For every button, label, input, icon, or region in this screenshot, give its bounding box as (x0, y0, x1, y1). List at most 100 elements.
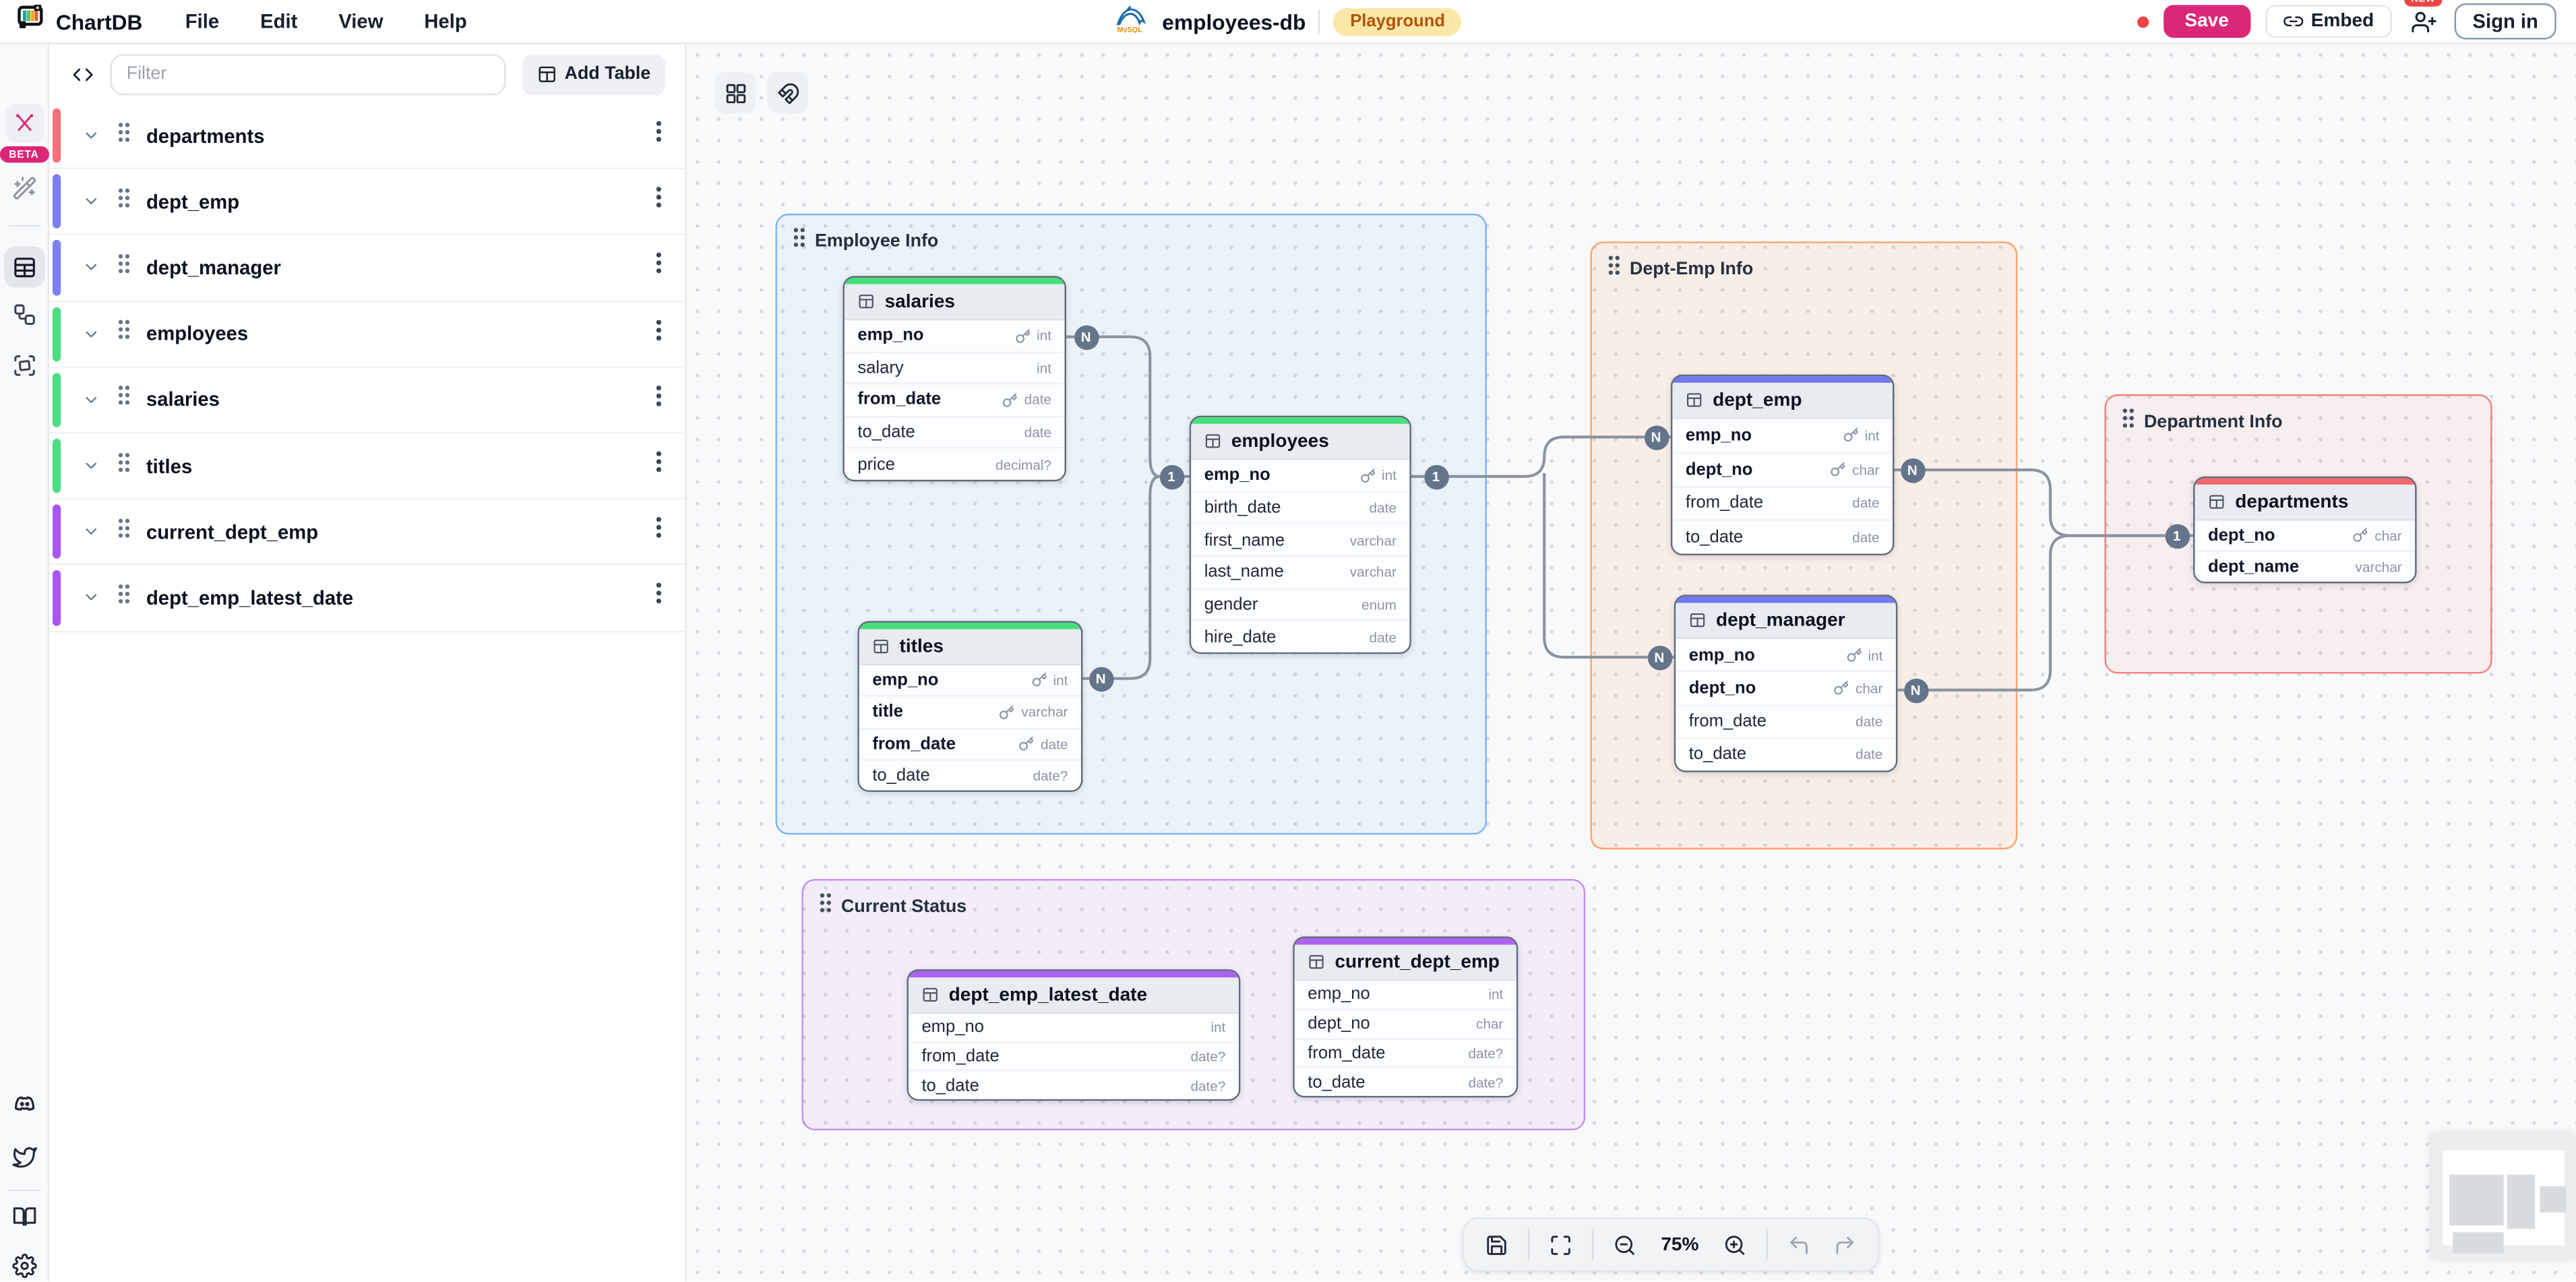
table-node-header[interactable]: dept_emp (1672, 382, 1893, 419)
area-label[interactable]: Department Info (2121, 408, 2490, 437)
invite-user-button[interactable]: NEW (2404, 0, 2443, 38)
chevron-down-icon[interactable] (82, 391, 100, 409)
areas-view-icon[interactable] (11, 353, 36, 378)
more-menu-icon[interactable] (656, 384, 663, 415)
drag-handle-icon[interactable] (1607, 255, 1622, 284)
sidebar-item-dept_emp_latest_date[interactable]: dept_emp_latest_date (49, 566, 685, 632)
drag-handle-icon[interactable] (117, 583, 131, 613)
drag-handle-icon[interactable] (117, 517, 131, 547)
sidebar-item-salaries[interactable]: salaries (49, 367, 685, 434)
table-node-header[interactable]: titles (859, 629, 1081, 666)
sidebar-item-employees[interactable]: employees (49, 301, 685, 368)
fit-view-button[interactable] (1541, 1225, 1581, 1264)
twitter-icon[interactable] (11, 1145, 36, 1170)
embed-button[interactable]: Embed (2265, 5, 2392, 38)
sidebar-item-dept_manager[interactable]: dept_manager (49, 235, 685, 302)
table-node-header[interactable]: dept_emp_latest_date (908, 977, 1239, 1014)
save-button[interactable]: Save (2163, 5, 2250, 38)
chevron-down-icon[interactable] (82, 589, 100, 607)
discord-icon[interactable] (11, 1091, 37, 1118)
code-view-icon[interactable] (72, 63, 94, 85)
save-diagram-button[interactable] (1477, 1225, 1516, 1264)
undo-button[interactable] (1779, 1225, 1819, 1264)
chevron-down-icon[interactable] (82, 457, 100, 475)
tables-view-icon[interactable] (3, 246, 44, 288)
magic-wand-icon[interactable] (11, 176, 36, 201)
more-menu-icon[interactable] (656, 450, 663, 481)
diagram-title[interactable]: employees-db (1162, 9, 1306, 34)
drag-handle-icon[interactable] (117, 319, 131, 348)
sidebar-item-titles[interactable]: titles (49, 433, 685, 500)
area-label[interactable]: Dept-Emp Info (1607, 255, 2016, 284)
chevron-down-icon[interactable] (82, 127, 100, 145)
more-menu-icon[interactable] (656, 252, 663, 283)
more-menu-icon[interactable] (656, 120, 663, 151)
filter-input[interactable] (110, 53, 505, 95)
zoom-out-button[interactable] (1605, 1225, 1645, 1264)
chevron-down-icon[interactable] (82, 259, 100, 277)
drag-handle-icon[interactable] (117, 385, 131, 415)
drag-handle-icon[interactable] (117, 121, 131, 150)
more-menu-icon[interactable] (656, 186, 663, 217)
sidebar-item-departments[interactable]: departments (49, 103, 685, 170)
table-node-header[interactable]: departments (2195, 485, 2416, 521)
relationships-view-icon[interactable] (11, 303, 36, 328)
docs-book-icon[interactable] (11, 1204, 36, 1229)
drag-handle-icon[interactable] (792, 226, 807, 256)
menu-help[interactable]: Help (424, 9, 467, 33)
grid-layout-button[interactable] (714, 72, 756, 114)
more-menu-icon[interactable] (656, 318, 663, 349)
area-label[interactable]: Employee Info (792, 226, 1485, 256)
menu-view[interactable]: View (338, 9, 384, 33)
drag-handle-icon[interactable] (2121, 408, 2136, 437)
drag-handle-icon[interactable] (818, 892, 833, 922)
editor-pencils-icon[interactable] (4, 103, 44, 144)
minimap[interactable] (2431, 1133, 2576, 1259)
menu-edit[interactable]: Edit (260, 9, 298, 33)
table-node-header[interactable]: salaries (844, 284, 1065, 321)
chevron-down-icon[interactable] (82, 325, 100, 343)
chevron-down-icon[interactable] (82, 193, 100, 211)
sidebar-item-current_dept_emp[interactable]: current_dept_emp (49, 499, 685, 566)
table-node-header[interactable]: current_dept_emp (1294, 944, 1516, 981)
more-menu-icon[interactable] (656, 582, 663, 613)
more-menu-icon[interactable] (656, 516, 663, 547)
